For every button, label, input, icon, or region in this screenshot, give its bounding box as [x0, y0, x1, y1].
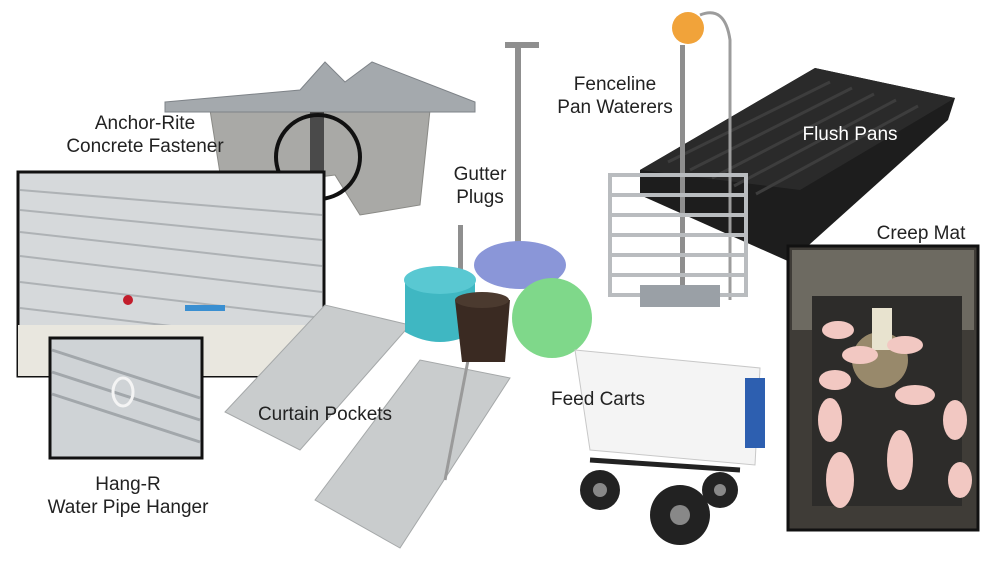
creep-mat-photo	[786, 244, 980, 532]
feed-cart-image	[574, 349, 765, 545]
hang-r-label: Hang-R Water Pipe Hanger	[18, 473, 238, 519]
curtain-pockets-image	[224, 304, 511, 549]
gutter-plugs-image	[404, 42, 592, 362]
feed-carts-label: Feed Carts	[551, 389, 645, 410]
fenceline-label-line2: Pan Waterers	[557, 97, 673, 118]
ceiling-photo	[16, 170, 326, 460]
hang-r-label-line1: Hang-R	[95, 474, 161, 495]
hang-r-label-line2: Water Pipe Hanger	[47, 497, 209, 518]
gutter-plugs-label: Gutter Plugs	[430, 163, 530, 209]
flush-pans-label: Flush Pans	[802, 124, 898, 145]
fenceline-label: Fenceline Pan Waterers	[540, 73, 690, 119]
gutter-plugs-label-line2: Plugs	[456, 187, 504, 208]
anchor-rite-label-line2: Concrete Fastener	[66, 136, 224, 157]
anchor-rite-label-line1: Anchor-Rite	[94, 113, 196, 134]
curtain-pockets-label: Curtain Pockets	[257, 404, 393, 425]
fenceline-waterer-image	[608, 11, 748, 307]
anchor-rite-label: Anchor-Rite Concrete Fastener	[30, 112, 260, 158]
fenceline-label-line1: Fenceline	[573, 74, 657, 95]
creep-mat-label: Creep Mat	[876, 223, 966, 244]
gutter-plugs-label-line1: Gutter	[453, 164, 507, 185]
